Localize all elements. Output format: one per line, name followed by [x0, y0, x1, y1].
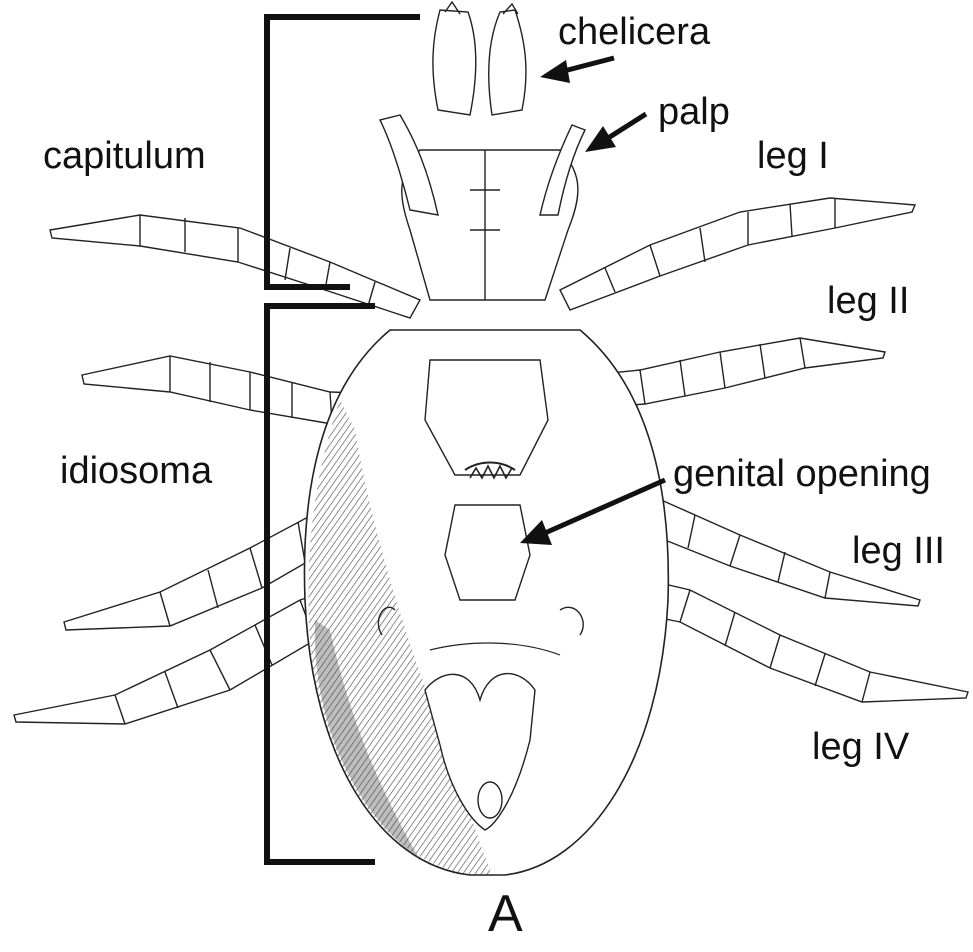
idiosoma-label: idiosoma	[60, 452, 212, 490]
chelicera-arrow	[540, 58, 614, 83]
leg-1-left	[50, 215, 420, 318]
chelicera-label: chelicera	[558, 13, 710, 51]
leg-2-label: leg II	[827, 282, 909, 320]
capitulum-body	[380, 115, 585, 300]
palp-arrow	[585, 114, 646, 152]
chelicerae	[433, 2, 526, 115]
figure-letter: A	[488, 888, 523, 940]
genital-opening-label: genital opening	[673, 455, 931, 493]
leg-4-label: leg IV	[812, 728, 909, 766]
leg-1-label: leg I	[757, 137, 829, 175]
palp-label: palp	[658, 93, 730, 131]
leg-3-label: leg III	[852, 532, 945, 570]
capitulum-label: capitulum	[43, 137, 206, 175]
idiosoma-body	[304, 330, 668, 875]
